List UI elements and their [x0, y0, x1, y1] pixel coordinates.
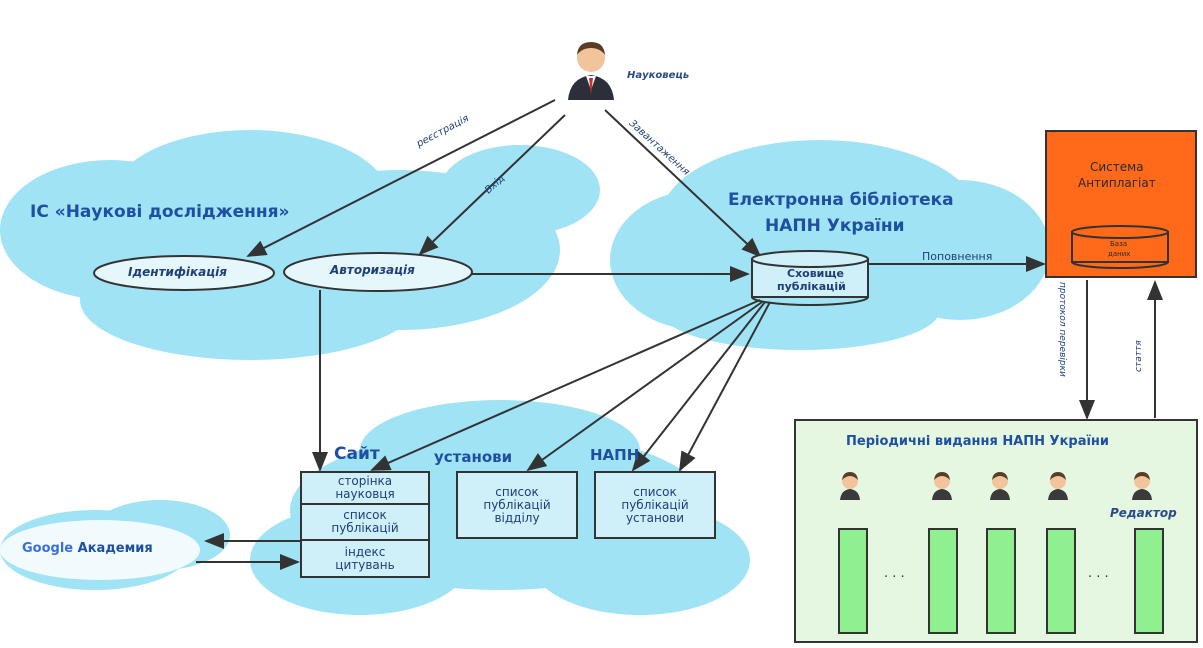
google-academy-ellipse	[0, 520, 200, 580]
inst-list-line1: список	[633, 484, 677, 499]
library-title-line1: Електронна бібліотека	[728, 190, 954, 210]
dept-publications-box: список публікацій відділу	[456, 471, 578, 539]
scientist-page-line1: сторінка	[337, 474, 393, 488]
antiplagiat-label-line1: Система	[1090, 160, 1144, 174]
scientist-avatar-icon	[560, 38, 622, 102]
dept-list-line1: список	[495, 484, 539, 499]
periodicals-title: Періодичні видання НАПН України	[846, 434, 1110, 449]
arrow-login	[418, 114, 566, 256]
arrow-storage-to-site	[370, 299, 761, 471]
person-icon	[990, 472, 1010, 500]
site-title-word1: Сайт	[334, 444, 380, 464]
dept-list-line3: відділу	[494, 510, 540, 525]
pub-list-line1: список	[343, 508, 387, 522]
scientist-page-line2: науковця	[335, 487, 395, 501]
identification-label: Ідентифікація	[128, 265, 227, 279]
arrow-upload	[604, 109, 762, 258]
inst-list-line3: установи	[625, 510, 685, 525]
database-label-line2: даних	[1108, 250, 1131, 258]
person-icon	[840, 472, 860, 500]
storage-cylinder	[751, 250, 869, 306]
scientist-page-box: сторінка науковця	[300, 471, 430, 505]
inst-list-line2: публікацій	[621, 497, 689, 512]
authorization-ellipse	[283, 252, 473, 292]
journal-bar	[986, 528, 1016, 634]
academy-word: Академия	[77, 541, 153, 556]
journal-bar	[928, 528, 958, 634]
arrow-storage-to-inst-a	[631, 301, 766, 472]
citation-index-box: індекс цитувань	[300, 539, 430, 578]
site-title-word3: НАПН	[590, 446, 640, 464]
journal-bar	[1046, 528, 1076, 634]
inst-publications-box: список публікацій установи	[594, 471, 716, 539]
person-icon	[932, 472, 952, 500]
journals-ellipsis: . . .	[884, 566, 905, 581]
citation-index-line2: цитувань	[335, 557, 395, 572]
scientist-label: Науковець	[627, 70, 690, 81]
cloud-is	[0, 130, 600, 360]
arrow-registration	[246, 99, 556, 257]
site-title-word2: установи	[434, 448, 513, 466]
editor-label: Редактор	[1110, 506, 1177, 520]
pub-list-line2: публікацій	[331, 521, 399, 535]
is-title: ІС «Наукові дослідження»	[30, 202, 290, 222]
article-arrow-label: стаття	[1134, 340, 1144, 372]
person-icon	[1048, 472, 1068, 500]
publications-list-box: список публікацій	[300, 503, 430, 541]
replenish-arrow-label: Поповнення	[922, 250, 993, 263]
google-academy-label: Google Академия	[22, 541, 153, 556]
dept-list-line2: публікацій	[483, 497, 551, 512]
cloud-library	[610, 140, 1050, 350]
library-title-line2: НАПН України	[765, 216, 905, 236]
storage-label-line2: публікацій	[777, 280, 846, 293]
journal-bar	[1134, 528, 1164, 634]
journal-bar	[838, 528, 868, 634]
editor-person-icon	[1132, 472, 1152, 500]
arrow-storage-to-dept	[526, 301, 763, 472]
citation-index-line1: індекс	[344, 544, 386, 559]
database-cylinder	[1071, 225, 1169, 269]
check-protocol-arrow-label: протокол перевірки	[1057, 282, 1067, 377]
authorization-label: Авторизація	[330, 263, 415, 277]
journals-ellipsis: . . .	[1088, 566, 1109, 581]
storage-label-line1: Сховище	[787, 267, 845, 280]
database-label-line1: База	[1110, 240, 1128, 248]
identification-ellipse	[93, 255, 275, 291]
arrow-storage-to-inst-b	[679, 301, 771, 472]
antiplagiat-label-line2: Антиплагіат	[1078, 176, 1156, 190]
google-logo-word: Google	[22, 541, 74, 556]
